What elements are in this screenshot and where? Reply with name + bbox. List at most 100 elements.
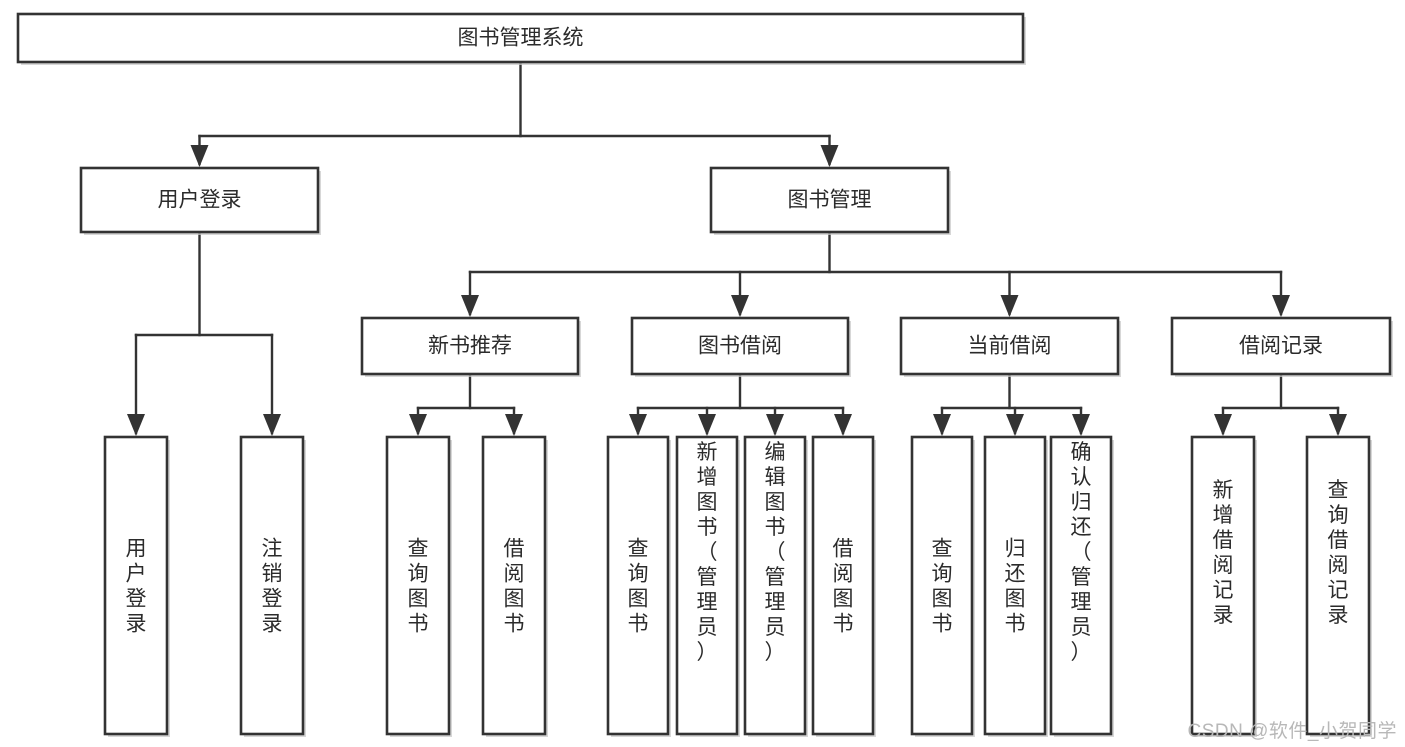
- svg-text:询: 询: [408, 563, 429, 586]
- svg-text:图: 图: [628, 588, 649, 611]
- node-leaf-leaf-add-book[interactable]: [675, 435, 740, 737]
- svg-text:图: 图: [697, 491, 718, 514]
- svg-text:阅: 阅: [1328, 554, 1349, 577]
- node-label-current-borrow: 当前借阅: [968, 335, 1052, 358]
- svg-text:借: 借: [1328, 529, 1349, 552]
- node-leaf-leaf-confirm-return[interactable]: [1049, 435, 1114, 737]
- node-level3-book-borrow[interactable]: [630, 316, 851, 377]
- node-label-new-book-recommend: 新书推荐: [428, 335, 512, 358]
- svg-text:记: 记: [1213, 579, 1234, 602]
- node-leaf-leaf-query-book-borrow[interactable]: [606, 435, 671, 737]
- svg-text:）: ）: [697, 641, 718, 664]
- svg-text:还: 还: [1071, 516, 1092, 539]
- svg-text:书: 书: [697, 516, 718, 539]
- svg-text:登: 登: [126, 588, 147, 611]
- svg-text:员: 员: [1071, 616, 1092, 639]
- svg-text:查: 查: [408, 538, 429, 561]
- svg-text:）: ）: [1071, 641, 1092, 664]
- svg-text:）: ）: [765, 641, 786, 664]
- svg-text:图: 图: [833, 588, 854, 611]
- svg-text:认: 认: [1071, 466, 1092, 489]
- svg-text:书: 书: [628, 613, 649, 636]
- svg-text:阅: 阅: [504, 563, 525, 586]
- node-level3-new-book-recommend[interactable]: [360, 316, 581, 377]
- svg-text:查: 查: [1328, 479, 1349, 502]
- node-label-book-manage: 图书管理: [788, 189, 872, 212]
- svg-text:图: 图: [765, 491, 786, 514]
- node-leaf-leaf-return-book[interactable]: [983, 435, 1048, 737]
- svg-text:书: 书: [833, 613, 854, 636]
- node-layer: 图书管理系统用户登录图书管理新书推荐图书借阅当前借阅借阅记录用户登录注销登录查询…: [16, 12, 1393, 737]
- node-leaf-leaf-user-logout[interactable]: [239, 435, 306, 737]
- node-leaf-leaf-user-login[interactable]: [103, 435, 170, 737]
- node-level3-borrow-record[interactable]: [1170, 316, 1393, 377]
- svg-text:新: 新: [697, 441, 718, 464]
- svg-text:图: 图: [408, 588, 429, 611]
- svg-text:用: 用: [126, 538, 147, 561]
- svg-text:归: 归: [1071, 491, 1092, 514]
- svg-text:（: （: [765, 541, 786, 564]
- svg-text:理: 理: [1071, 591, 1092, 614]
- svg-text:注: 注: [262, 538, 283, 561]
- svg-text:借: 借: [504, 538, 525, 561]
- svg-text:记: 记: [1328, 579, 1349, 602]
- node-root-root[interactable]: [16, 12, 1026, 65]
- svg-text:查: 查: [628, 538, 649, 561]
- svg-text:询: 询: [932, 563, 953, 586]
- svg-text:理: 理: [765, 591, 786, 614]
- svg-text:录: 录: [1328, 604, 1349, 627]
- svg-text:增: 增: [697, 466, 718, 489]
- svg-text:辑: 辑: [765, 466, 786, 489]
- svg-text:管: 管: [765, 566, 786, 589]
- node-label-user-login: 用户登录: [158, 189, 242, 212]
- node-leaf-leaf-borrow-book[interactable]: [811, 435, 876, 737]
- node-label-root: 图书管理系统: [458, 27, 584, 50]
- svg-text:借: 借: [833, 538, 854, 561]
- svg-text:询: 询: [628, 563, 649, 586]
- svg-text:书: 书: [408, 613, 429, 636]
- node-level3-current-borrow[interactable]: [899, 316, 1121, 377]
- svg-text:增: 增: [1213, 504, 1234, 527]
- svg-text:管: 管: [697, 566, 718, 589]
- svg-text:询: 询: [1328, 504, 1349, 527]
- svg-text:图: 图: [932, 588, 953, 611]
- svg-text:书: 书: [1005, 613, 1026, 636]
- svg-text:确: 确: [1071, 441, 1092, 464]
- svg-text:查: 查: [932, 538, 953, 561]
- svg-text:图: 图: [1005, 588, 1026, 611]
- svg-text:理: 理: [697, 591, 718, 614]
- node-leaf-leaf-add-borrow-record[interactable]: [1190, 435, 1257, 737]
- node-leaf-leaf-edit-book[interactable]: [743, 435, 808, 737]
- svg-text:书: 书: [504, 613, 525, 636]
- svg-text:员: 员: [697, 616, 718, 639]
- node-leaf-leaf-query-borrow-record[interactable]: [1305, 435, 1372, 737]
- svg-text:还: 还: [1005, 563, 1026, 586]
- svg-text:录: 录: [1213, 604, 1234, 627]
- svg-text:（: （: [697, 541, 718, 564]
- svg-text:图: 图: [504, 588, 525, 611]
- svg-text:（: （: [1071, 541, 1092, 564]
- svg-text:户: 户: [126, 563, 147, 586]
- svg-text:编: 编: [765, 441, 786, 464]
- node-level2-user-login[interactable]: [79, 166, 321, 235]
- svg-text:阅: 阅: [1213, 554, 1234, 577]
- node-leaf-leaf-borrow-book-recommend[interactable]: [481, 435, 548, 737]
- node-leaf-leaf-query-book-current[interactable]: [910, 435, 975, 737]
- connector-layer: [127, 60, 1347, 436]
- node-level2-book-manage[interactable]: [709, 166, 951, 235]
- svg-text:书: 书: [765, 516, 786, 539]
- node-leaf-leaf-query-book-recommend[interactable]: [385, 435, 452, 737]
- svg-text:录: 录: [126, 613, 147, 636]
- svg-text:新: 新: [1213, 479, 1234, 502]
